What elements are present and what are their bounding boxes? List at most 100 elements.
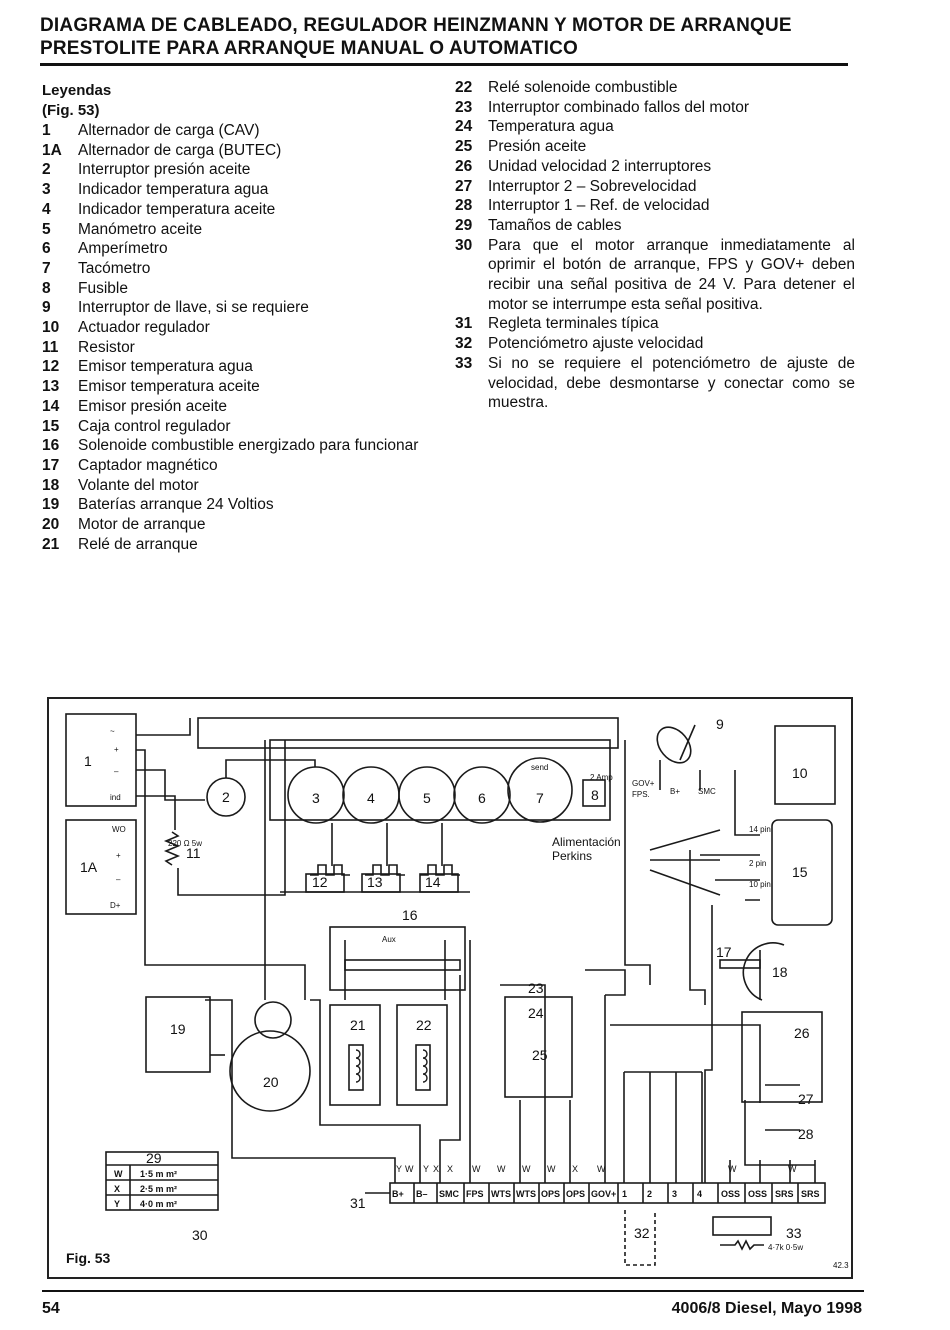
legend-item-number: 15	[42, 417, 60, 435]
wire-code-x: X	[114, 1184, 120, 1194]
legend-item-text: Alternador de carga (CAV)	[78, 122, 260, 139]
callout-11: 11	[186, 845, 201, 861]
alt1-ind-terminal: ind	[110, 793, 121, 802]
pot-rating: 4·7k 0·5w	[768, 1243, 803, 1252]
callout-32: 32	[634, 1225, 650, 1241]
alt1-ac-terminal: ~	[110, 727, 115, 736]
callout-15: 15	[792, 864, 808, 880]
legend-item-number: 25	[455, 138, 473, 156]
fuse	[582, 779, 606, 807]
figure-caption: Fig. 53	[66, 1250, 111, 1266]
wire-code-label: W	[788, 1164, 797, 1174]
pin2-label: 2 pin	[749, 859, 766, 868]
legend-item-text: Emisor presión aceite	[78, 397, 228, 415]
legend-item: 13 Emisor temperatura aceite	[42, 377, 462, 397]
start-relay	[329, 1004, 381, 1106]
legend-item-text: Para que el motor arranque inmediatament…	[488, 236, 855, 313]
callout-31: 31	[350, 1195, 366, 1211]
magnetic-pickup	[719, 959, 761, 969]
terminal-label: 2	[647, 1189, 652, 1199]
legend-item-number: 8	[42, 279, 51, 297]
title-rule	[40, 63, 848, 66]
legend-item-text: Interruptor combinado fallos del motor	[488, 98, 750, 116]
key-switch	[656, 726, 692, 764]
legend-item-text: Volante del motor	[78, 476, 199, 494]
wire-code-w: W	[114, 1169, 123, 1179]
callout-14: 14	[425, 874, 441, 890]
governor-control-box	[771, 819, 833, 926]
gauge-panel	[269, 739, 611, 821]
legend-item-number: 1A	[42, 141, 62, 159]
wire-code-label: W	[472, 1164, 481, 1174]
callout-1a: 1A	[80, 859, 98, 875]
callout-13: 13	[367, 874, 383, 890]
legend-item-number: 18	[42, 476, 60, 494]
speed-switch-unit	[741, 1011, 823, 1103]
alimentacion-label-2: Perkins	[552, 849, 592, 863]
legend-item-number: 14	[42, 397, 60, 415]
legend-item-text: Emisor temperatura agua	[78, 358, 253, 376]
title-line-1: DIAGRAMA DE CABLEADO, REGULADOR HEINZMAN…	[40, 15, 792, 36]
legend-item-number: 23	[455, 98, 473, 116]
wire-code-label: Y	[423, 1164, 429, 1174]
alternator-butec-box	[65, 819, 137, 915]
callout-23: 23	[528, 980, 544, 996]
legend-item-text: Interruptor 2 – Sobrevelocidad	[488, 177, 697, 195]
callout-29: 29	[146, 1150, 162, 1166]
legend-item-number: 24	[455, 118, 473, 136]
legend-item-text: Amperímetro	[78, 240, 168, 258]
legend-item-text: Baterías arranque 24 Voltios	[78, 496, 274, 514]
legend-item-text: Interruptor 1 – Ref. de velocidad	[488, 197, 710, 215]
legend-item-text: Resistor	[78, 338, 135, 356]
alt1a-plus-terminal: +	[116, 851, 121, 860]
resistor-rating: 220 Ω 5w	[168, 839, 202, 848]
legend-item-text: Indicador temperatura agua	[78, 181, 269, 199]
terminal-label: 4	[697, 1189, 702, 1199]
callout-26: 26	[794, 1025, 810, 1041]
alimentacion-label-1: Alimentación	[552, 835, 621, 849]
fuel-solenoid	[329, 926, 466, 991]
wire-code-label: W	[522, 1164, 531, 1174]
legend-item-text: Presión aceite	[488, 138, 587, 156]
wire-code-label: W	[405, 1164, 414, 1174]
legend-item-number: 13	[42, 378, 60, 396]
callout-21: 21	[350, 1017, 366, 1033]
legend-item-number: 7	[42, 259, 51, 277]
legend-item-text: Tamaños de cables	[488, 216, 622, 234]
speed-potentiometer	[624, 1210, 656, 1266]
figure-code: 42.3	[833, 1261, 849, 1270]
legend-item-number: 31	[455, 315, 473, 333]
callout-25: 25	[532, 1047, 548, 1063]
oil-pressure-gauge	[398, 766, 456, 824]
key-gov-label: GOV+	[632, 779, 655, 788]
page-number: 54	[42, 1300, 60, 1317]
callout-33: 33	[786, 1225, 802, 1241]
legend-item-number: 5	[42, 220, 51, 238]
callout-19: 19	[170, 1021, 186, 1037]
callout-18: 18	[772, 964, 788, 980]
terminal-label: OSS	[748, 1189, 767, 1199]
callout-12: 12	[312, 874, 328, 890]
callout-22: 22	[416, 1017, 432, 1033]
wire-size-y: 4·0 m m²	[140, 1199, 177, 1209]
legend-item-text: Emisor temperatura aceite	[78, 378, 260, 396]
callout-2: 2	[222, 789, 230, 805]
engine-fault-switch	[504, 996, 573, 1098]
legend-item-number: 22	[455, 79, 473, 96]
